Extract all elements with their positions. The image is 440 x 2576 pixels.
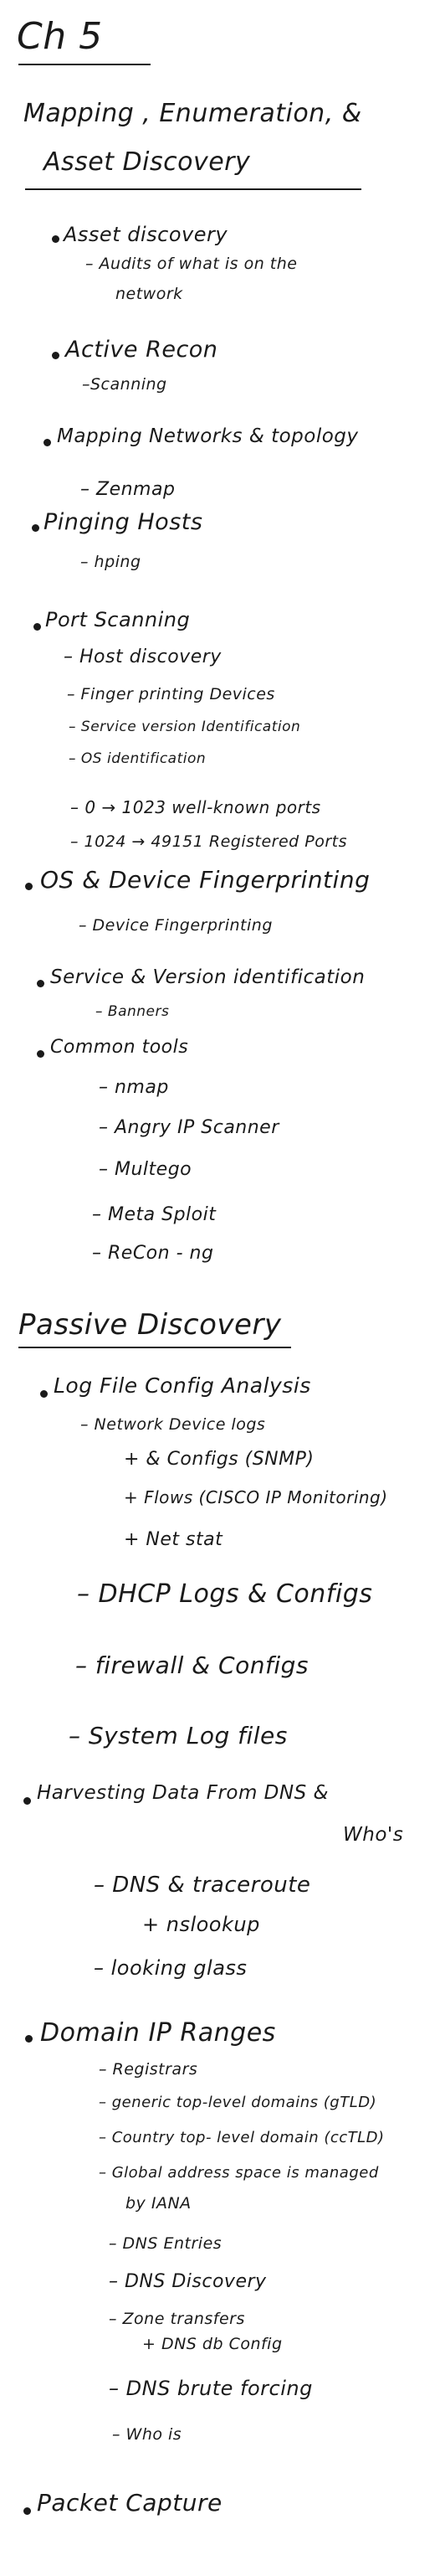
bullet-dot [43, 439, 51, 446]
bullet-dot [52, 235, 59, 243]
item-whois: – Who is [112, 2425, 182, 2444]
item-system-log: – System Log files [69, 1722, 288, 1749]
item-netstat: + Net stat [124, 1529, 223, 1550]
item-common-tools: Common tools [50, 1037, 189, 1058]
item-device-fp: – Device Fingerprinting [79, 916, 273, 935]
passive-underline [18, 1347, 291, 1348]
bullet-dot [52, 352, 59, 359]
bullet-dot [25, 2035, 33, 2043]
item-mapping-networks: Mapping Networks & topology [57, 425, 359, 447]
item-host-discovery: – Host discovery [64, 647, 222, 667]
item-port-scanning: Port Scanning [45, 608, 191, 631]
bullet-dot [25, 883, 33, 890]
item-active-recon-sub: –Scanning [82, 375, 167, 394]
item-os-device-fp: OS & Device Fingerprinting [40, 866, 371, 894]
item-banners: – Banners [95, 1003, 170, 1020]
item-zone-transfers: – Zone transfers [109, 2310, 245, 2328]
item-log-file: Log File Config Analysis [54, 1373, 311, 1398]
bullet-dot [32, 524, 39, 532]
item-maltego: – Multego [99, 1159, 192, 1180]
item-dns-brute: – DNS brute forcing [109, 2377, 313, 2400]
item-registrars: – Registrars [99, 2060, 198, 2079]
item-asset-discovery-sub2: network [115, 285, 183, 303]
bullet-dot [40, 1390, 48, 1398]
item-cctld: – Country top- level domain (ccTLD) [99, 2129, 385, 2146]
item-global-addr-line1: – Global address space is managed [99, 2164, 379, 2182]
item-harvesting-line2: Who's [343, 1824, 404, 1846]
item-fingerprinting-devices: – Finger printing Devices [67, 685, 275, 703]
section-title-line1: Mapping , Enumeration, & [23, 99, 362, 128]
section-underline [25, 188, 361, 190]
item-global-addr-line2: by IANA [125, 2194, 192, 2213]
chapter-title: Ch 5 [17, 15, 103, 58]
item-dns-db-config: + DNS db Config [142, 2335, 283, 2353]
bullet-dot [37, 1050, 44, 1058]
item-network-device-logs: – Network Device logs [80, 1415, 266, 1434]
item-metasploit: – Meta Sploit [92, 1204, 217, 1225]
bullet-dot [23, 1797, 31, 1805]
bullet-dot [37, 980, 44, 987]
item-packet-capture: Packet Capture [37, 2489, 223, 2517]
passive-title: Passive Discovery [18, 1308, 282, 1342]
item-active-recon: Active Recon [65, 337, 218, 363]
item-domain-ip-ranges: Domain IP Ranges [40, 2018, 276, 2048]
item-nslookup: + nslookup [142, 1913, 260, 1936]
section-title-line2: Asset Discovery [43, 147, 251, 177]
item-angry-ip: – Angry IP Scanner [99, 1117, 279, 1138]
item-dns-discovery: – DNS Discovery [109, 2271, 267, 2292]
item-firewall: – firewall & Configs [75, 1651, 309, 1679]
item-hping: – hping [80, 553, 141, 571]
item-gtld: – generic top-level domains (gTLD) [99, 2094, 377, 2111]
item-looking-glass: – looking glass [94, 1956, 248, 1980]
bullet-dot [23, 2507, 31, 2515]
item-service-version-id2: Service & Version identification [50, 966, 366, 988]
chapter-underline [18, 64, 151, 65]
item-service-version-id: – Service version Identification [69, 719, 301, 735]
item-ports-0-1023: – 0 → 1023 well-known ports [70, 797, 321, 817]
item-harvesting-line1: Harvesting Data From DNS & [37, 1782, 329, 1804]
bullet-dot [33, 623, 41, 631]
item-recon-ng: – ReCon - ng [92, 1243, 214, 1264]
item-asset-discovery: Asset discovery [64, 223, 228, 246]
item-asset-discovery-sub1: – Audits of what is on the [85, 255, 298, 273]
item-os-identification: – OS identification [69, 750, 207, 767]
item-ports-1024-49151: – 1024 → 49151 Registered Ports [70, 832, 347, 851]
item-dhcp: – DHCP Logs & Configs [77, 1579, 373, 1609]
item-flows: + Flows (CISCO IP Monitoring) [124, 1487, 388, 1507]
item-configs-snmp: + & Configs (SNMP) [124, 1449, 315, 1470]
item-dns-traceroute: – DNS & traceroute [94, 1873, 311, 1898]
item-zenmap: – Zenmap [80, 479, 176, 500]
item-nmap: – nmap [99, 1077, 169, 1098]
item-pinging-hosts: Pinging Hosts [43, 509, 203, 535]
item-dns-entries: – DNS Entries [109, 2234, 223, 2253]
